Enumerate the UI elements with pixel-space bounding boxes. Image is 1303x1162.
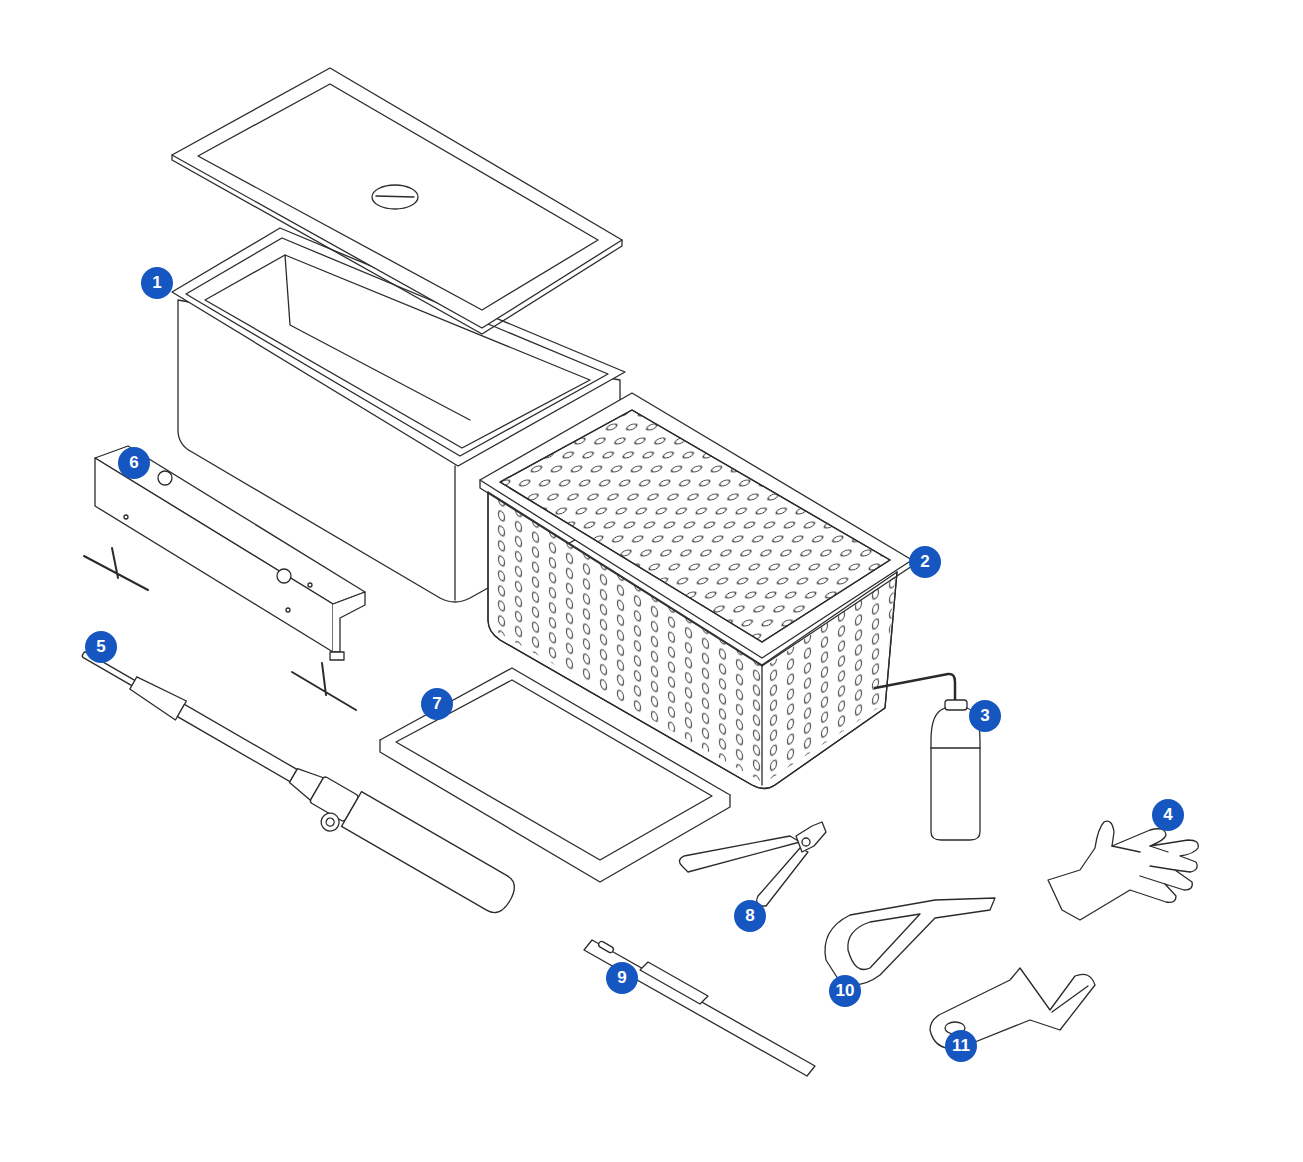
callout-number: 9 (606, 962, 638, 994)
flat-bar (584, 940, 815, 1076)
glove (1048, 821, 1198, 920)
callout-number: 4 (1152, 799, 1184, 831)
callout-number: 3 (969, 700, 1001, 732)
callout-number: 8 (734, 900, 766, 932)
callout-number: 2 (909, 546, 941, 578)
callout-number: 10 (829, 975, 861, 1007)
callout-number: 6 (118, 447, 150, 479)
callout-number: 5 (85, 631, 117, 663)
pan-lid (172, 68, 622, 334)
callout-number: 1 (141, 267, 173, 299)
tray (380, 668, 730, 882)
mount-bracket (84, 446, 365, 710)
callout-number: 11 (945, 1030, 977, 1062)
bottle (875, 674, 980, 840)
scoop (825, 898, 995, 985)
callout-number: 7 (421, 688, 453, 720)
pliers (679, 822, 826, 906)
